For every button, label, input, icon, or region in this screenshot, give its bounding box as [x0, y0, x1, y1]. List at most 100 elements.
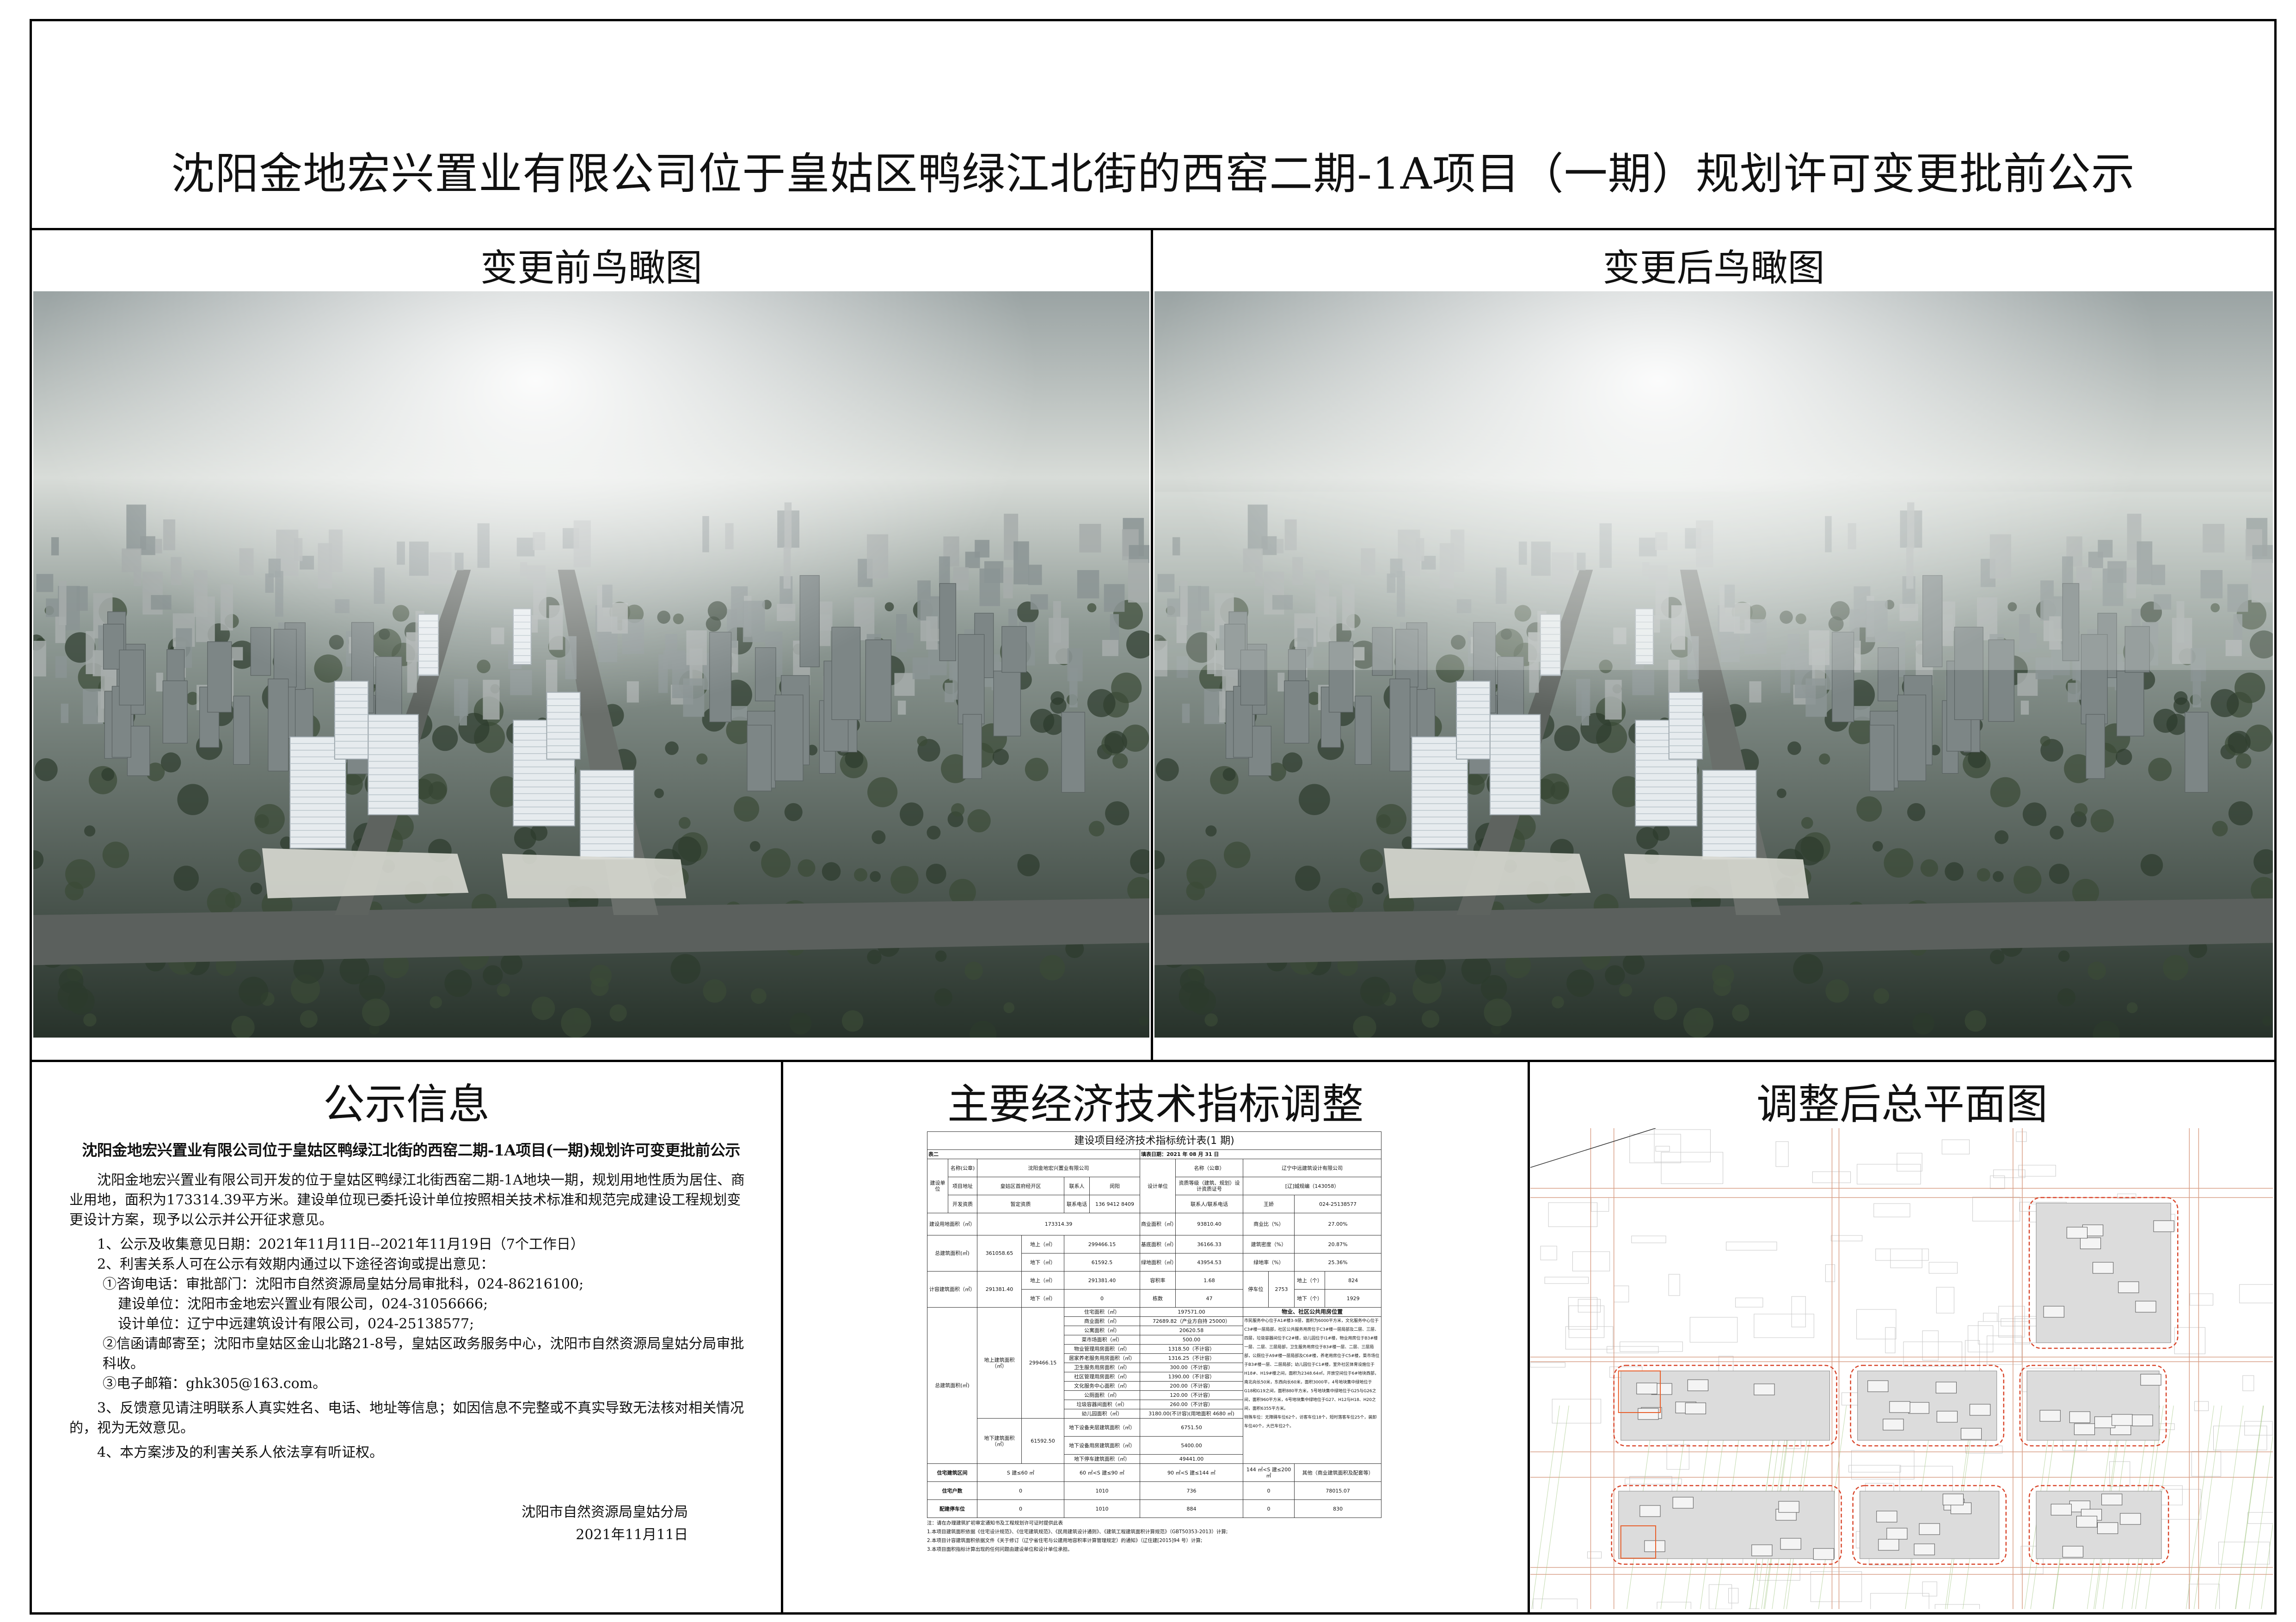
notice-item-2: 2、利害关系人可在公示有效期内通过以下途径咨询或提出意见：	[97, 1256, 495, 1272]
plan-building	[1908, 1402, 1929, 1414]
notice-body: 沈阳金地宏兴置业有限公司位于皇姑区鸭绿江北街的西窑二期-1A项目(一期)规划许可…	[69, 1140, 753, 1545]
above-label: 地上（㎡）	[1021, 1235, 1064, 1253]
detail-label: 卫生服务用房面积（㎡）	[1064, 1363, 1140, 1372]
plan-parcel	[1661, 1152, 1724, 1184]
below-total: 61592.50	[1021, 1418, 1064, 1464]
plan-block-fill	[1621, 1370, 1830, 1441]
density-label: 建筑密度（%）	[1243, 1235, 1295, 1253]
notice-item-4: 4、本方案涉及的利害关系人依法享有听证权。	[97, 1444, 384, 1461]
notice-item-1: 1、公示及收集意见日期：2021年11月11日--2021年11月19日（7个工…	[97, 1236, 584, 1253]
plan-parcel	[1875, 1248, 1929, 1261]
detail-label: 文化服务中心面积（㎡）	[1064, 1381, 1140, 1391]
plan-building	[2043, 1306, 2064, 1318]
plan-parcel	[2244, 1421, 2273, 1436]
parking-alloc-cell: 1010	[1064, 1499, 1140, 1518]
plan-building	[2120, 1513, 2141, 1525]
plan-parcel	[1666, 1444, 1689, 1470]
plan-parcel	[1968, 1325, 1994, 1352]
comm-area-label: 商业面积（㎡）	[1140, 1213, 1176, 1235]
below-detail-label: 地下停车建筑面积（㎡）	[1064, 1454, 1140, 1464]
plan-building	[1876, 1511, 1897, 1523]
below-detail-label: 地下设备用房建筑面积（㎡）	[1064, 1436, 1140, 1455]
detail-value: 1316.25（不计容）	[1140, 1353, 1243, 1363]
plan-parcel	[1540, 1246, 1557, 1260]
plan-building	[1751, 1544, 1773, 1556]
designer-name: 辽宁中远建筑设计有限公司	[1242, 1159, 1382, 1177]
below-detail-value: 49441.00	[1140, 1454, 1243, 1464]
plan-building	[2050, 1504, 2072, 1516]
detail-value: 197571.00	[1140, 1307, 1243, 1317]
plan-parcel	[1754, 1314, 1814, 1338]
notice-intro: 沈阳金地宏兴置业有限公司开发的位于皇姑区鸭绿江北街西窑二期-1A地块一期，规划用…	[69, 1172, 745, 1228]
plan-parcel	[1629, 1134, 1681, 1163]
plan-building	[1867, 1380, 1889, 1392]
plan-parcel	[1587, 1551, 1602, 1559]
households-label: 住宅户数	[927, 1481, 977, 1500]
base-label: 基底面积（㎡）	[1140, 1235, 1176, 1253]
plan-parcel	[1668, 1274, 1680, 1296]
green-ratio-label: 绿地率（%）	[1243, 1253, 1295, 1272]
plan-building	[1942, 1493, 1964, 1505]
detail-label: 居家养老服务用房面积（㎡）	[1064, 1353, 1140, 1363]
detail-label: 住宅面积（㎡）	[1064, 1307, 1140, 1317]
plan-hatch-line	[2185, 1405, 2215, 1609]
plan-parcel	[1533, 1598, 1578, 1609]
comm-ratio: 27.00%	[1294, 1213, 1382, 1235]
plan-parcel	[1568, 1297, 1598, 1330]
land-label: 建设用地面积（㎡）	[927, 1213, 977, 1235]
designer-label: 设计单位	[1140, 1159, 1176, 1213]
density: 20.87%	[1294, 1235, 1382, 1253]
far-label: 容积率	[1140, 1271, 1176, 1290]
land: 173314.39	[977, 1213, 1140, 1235]
plan-building	[1886, 1528, 1908, 1540]
table-note: 注：请在办理建筑扩初审定通知书及工程规划许可证时提供此表	[927, 1520, 1063, 1526]
plan-building	[1644, 1540, 1665, 1552]
address-label: 项目地址	[948, 1177, 977, 1195]
far-above-label: 地上（㎡）	[1021, 1271, 1064, 1290]
plan-building	[1638, 1408, 1659, 1420]
parking-alloc-cell: 0	[1243, 1499, 1295, 1518]
plan-building	[2039, 1410, 2061, 1422]
plan-parcel	[1728, 1588, 1739, 1604]
above-total: 299466.15	[1021, 1307, 1064, 1419]
plan-hatch-line	[2249, 1434, 2273, 1609]
plan-hatch-line	[2215, 1405, 2244, 1609]
plan-building	[1636, 1382, 1658, 1395]
detail-label: 公厕面积（㎡）	[1064, 1390, 1140, 1400]
plan-building	[1813, 1548, 1834, 1560]
comm-area: 93810.40	[1175, 1213, 1243, 1235]
plan-parcel	[1552, 1399, 1602, 1424]
plan-building	[1919, 1523, 1940, 1535]
plan-building	[2093, 1262, 2114, 1274]
notice-email[interactable]: ③电子邮箱：ghk305@163.com。	[103, 1376, 327, 1392]
below-detail-value: 5400.00	[1140, 1436, 1243, 1455]
plan-building	[1878, 1539, 1899, 1551]
plan-parcel	[2239, 1284, 2273, 1303]
plan-parcel	[1726, 1241, 1777, 1251]
before-rendering-label: 变更前鸟瞰图	[480, 246, 702, 289]
table-number: 表二	[927, 1149, 1140, 1159]
range-cell: S 建≤60 ㎡	[977, 1463, 1064, 1482]
cert-label: 资质等级（建筑、规划）设计资质证号	[1175, 1177, 1243, 1195]
plan-building	[1687, 1379, 1708, 1391]
plan-parcel	[1922, 1330, 1939, 1361]
plan-building	[1685, 1402, 1706, 1414]
plan-parcel	[2242, 1375, 2254, 1391]
plan-block-boundary	[2028, 1485, 2169, 1565]
plan-hatch-line	[2261, 1522, 2273, 1609]
plan-parcel	[1873, 1203, 1910, 1217]
plan-edge-line	[1530, 1128, 1656, 1168]
bldg-count: 47	[1175, 1289, 1243, 1308]
parking-above: 824	[1324, 1271, 1382, 1290]
page-title: 沈阳金地宏兴置业有限公司位于皇姑区鸭绿江北街的西窑二期-1A项目（一期）规划许可…	[171, 149, 2135, 199]
title-band	[30, 19, 2277, 230]
site-plan-section-title: 调整后总平面图	[1756, 1080, 2048, 1129]
below-total-label: 地下建筑面积（㎡）	[977, 1418, 1022, 1464]
households-cell: 1010	[1064, 1481, 1140, 1500]
range-cell: 60 ㎡<S 建≤90 ㎡	[1064, 1463, 1140, 1482]
plan-parcel	[1631, 1235, 1666, 1243]
detail-value: 1318.50（不计容）	[1140, 1344, 1243, 1354]
plan-hatch-line	[1531, 1405, 1560, 1609]
plan-building	[2062, 1546, 2083, 1558]
plan-parcel	[2117, 1193, 2136, 1199]
